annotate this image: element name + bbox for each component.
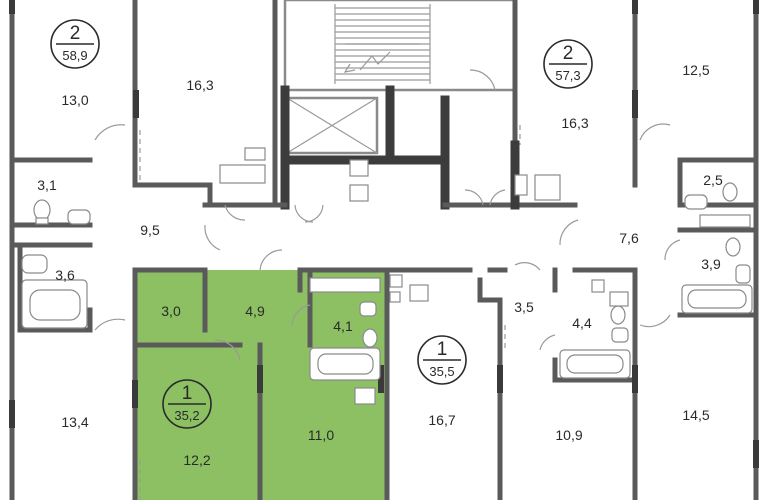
room-area-label: 3,6 [55,267,75,283]
apartment-badge[interactable]: 258,9 [50,19,100,69]
room-area-label: 14,5 [682,407,709,423]
room-labels: 13,0 16,3 3,1 9,5 3,6 13,4 3,0 4,9 4,1 1… [37,62,723,468]
bathroom-fixtures [21,147,753,405]
room-area-label: 11,0 [308,427,334,443]
room-area-label: 3,5 [514,299,534,315]
room-area-label: 12,5 [682,62,709,78]
apartment-badge[interactable]: 135,2 [162,379,212,429]
room-area-label: 4,9 [245,303,265,319]
room-area-label: 16,3 [186,77,213,93]
room-area-label: 12,2 [183,452,210,468]
room-area-label: 4,1 [333,318,353,334]
apartment-total-area: 35,2 [174,408,199,423]
room-area-label: 16,7 [428,412,455,428]
room-area-label: 3,0 [161,303,181,319]
zone-lines [139,125,521,500]
room-area-label: 7,6 [619,230,639,246]
apartment-total-area: 57,3 [555,68,580,83]
apartment-room-count: 2 [563,43,574,64]
room-area-label: 2,5 [703,172,723,188]
room-area-label: 3,9 [701,256,721,272]
room-area-label: 3,1 [37,177,57,193]
apartment-badge-circle [50,19,100,69]
room-area-label: 16,3 [561,115,588,131]
room-area-label: 4,4 [572,315,592,331]
room-area-label: 9,5 [140,222,160,238]
doors [94,69,681,361]
room-area-label: 10,9 [555,427,582,443]
apartment-room-count: 2 [70,23,81,44]
apartment-badge-circle [543,39,593,89]
apartment-badge-circle [417,335,467,385]
stair-core [280,0,517,210]
apartment-total-area: 35,5 [429,364,454,379]
apartment-total-area: 58,9 [62,48,87,63]
apartment-room-count: 1 [437,339,448,360]
room-area-label: 13,0 [61,92,88,108]
apartment-badge[interactable]: 257,3 [543,39,593,89]
windows [9,0,759,468]
apartment-badge-circle [162,379,212,429]
room-area-label: 13,4 [61,414,88,430]
apartment-room-count: 1 [182,383,193,404]
apartment-badge[interactable]: 135,5 [417,335,467,385]
